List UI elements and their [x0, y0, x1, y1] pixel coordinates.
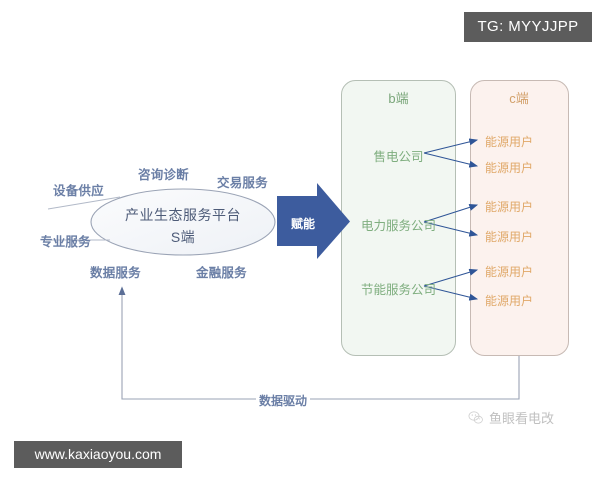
c-panel-item-energy-user-3: 能源用户 — [485, 200, 534, 214]
b-panel-item-energy-saving-service: 节能服务公司 — [360, 283, 436, 297]
wechat-icon — [468, 410, 483, 424]
connector-b1-c2 — [423, 152, 479, 168]
core-platform-title-line2: S端 — [170, 229, 196, 245]
core-platform-ellipse — [90, 188, 276, 256]
c-panel-item-energy-user-6: 能源用户 — [485, 294, 534, 308]
empower-arrow-label: 赋能 — [291, 217, 316, 231]
satellite-label-consulting-diagnosis: 咨询诊断 — [138, 168, 189, 182]
wechat-account-watermark: 鱼眼看电改 — [468, 408, 554, 427]
satellite-label-financial-service: 金融服务 — [196, 266, 247, 280]
connector-b1-c1 — [423, 138, 479, 154]
empower-arrow-shape — [277, 183, 350, 259]
b-panel-title: b端 — [388, 91, 409, 106]
tg-watermark-tag: TG: MYYJJPP — [464, 12, 592, 42]
wechat-account-name: 鱼眼看电改 — [489, 411, 555, 426]
connector-b3-c6 — [423, 285, 479, 301]
satellite-label-equipment-supply: 设备供应 — [53, 184, 104, 198]
leader-line-equipment — [47, 196, 121, 210]
b-panel-item-power-service: 电力服务公司 — [360, 219, 436, 233]
c-panel-item-energy-user-2: 能源用户 — [485, 161, 534, 175]
b-panel-item-power-sales: 售电公司 — [373, 150, 424, 164]
core-platform-title-line1: 产业生态服务平台 — [125, 207, 241, 223]
feedback-loop-line — [118, 286, 520, 400]
feedback-loop-label: 数据驱动 — [256, 392, 311, 409]
site-url-banner: www.kaxiaoyou.com — [14, 441, 182, 468]
c-panel-box — [470, 80, 569, 356]
c-panel-item-energy-user-4: 能源用户 — [485, 230, 534, 244]
satellite-label-trading-service: 交易服务 — [217, 176, 268, 190]
connector-b3-c5 — [423, 268, 479, 287]
c-panel-title: c端 — [509, 91, 529, 106]
connector-b2-c3 — [423, 203, 479, 223]
c-panel-item-energy-user-1: 能源用户 — [485, 135, 534, 149]
satellite-label-data-service: 数据服务 — [90, 266, 141, 280]
c-panel-item-energy-user-5: 能源用户 — [485, 265, 534, 279]
satellite-label-professional-service: 专业服务 — [40, 235, 91, 249]
connector-b2-c4 — [423, 221, 479, 237]
